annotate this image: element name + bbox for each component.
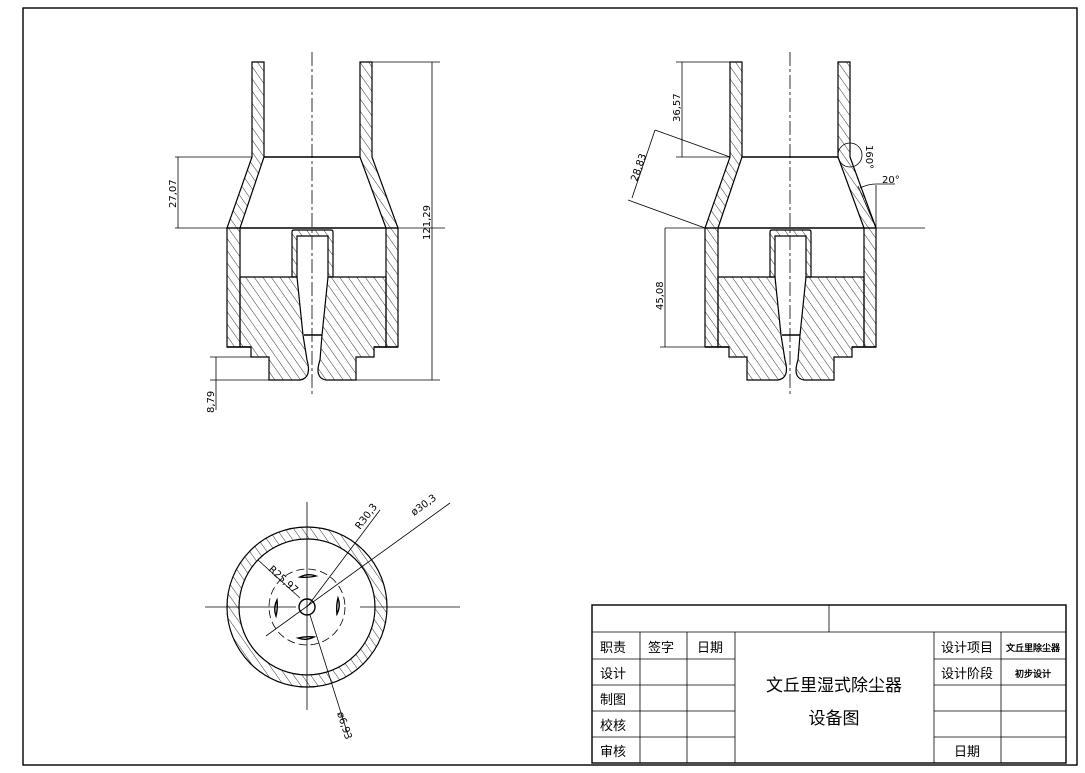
drawing-title: 文丘里湿式除尘器 — [766, 676, 902, 696]
role-design: 设计 — [600, 667, 626, 682]
title-block: 职责 签字 日期 设计 制图 校核 审核 文丘里湿式除尘器 设备图 设计项目 文… — [591, 604, 1067, 764]
side-section-view: 36,57 45,08 28,83 160° 20° — [627, 51, 925, 396]
dim-pipe-height: 36,57 — [672, 93, 683, 122]
header-signature: 签字 — [648, 640, 674, 656]
front-section-view: 27,07 121,29 8,79 — [168, 51, 445, 413]
role-drafting: 制图 — [600, 693, 626, 708]
sheet-border — [22, 7, 1078, 766]
stage-value: 初步设计 — [1015, 668, 1051, 680]
project-label: 设计项目 — [941, 641, 993, 656]
role-check: 校核 — [600, 718, 626, 734]
dim-cone-slant: 28,83 — [629, 152, 649, 183]
dim-hub-diameter: ø6,93 — [334, 711, 353, 741]
dim-cone-height: 27,07 — [168, 179, 179, 208]
dim-cone-angle: 20° — [882, 175, 900, 186]
header-date: 日期 — [697, 641, 723, 656]
stage-label: 设计阶段 — [941, 667, 993, 682]
dim-arc-angle: 160° — [863, 145, 874, 169]
dim-inner-radius: R25,97 — [266, 564, 300, 596]
header-role: 职责 — [600, 641, 626, 656]
project-value: 文丘里除尘器 — [1005, 642, 1061, 654]
dim-total-height: 121,29 — [422, 205, 433, 240]
top-view: R30,3 ø30,3 R25,97 ø6,93 — [205, 493, 460, 741]
dim-body-height: 45,08 — [655, 281, 666, 310]
role-review: 审核 — [600, 745, 626, 760]
dim-step-height: 8,79 — [206, 391, 217, 413]
date-label: 日期 — [954, 745, 980, 760]
drawing-subtitle: 设备图 — [809, 709, 860, 729]
